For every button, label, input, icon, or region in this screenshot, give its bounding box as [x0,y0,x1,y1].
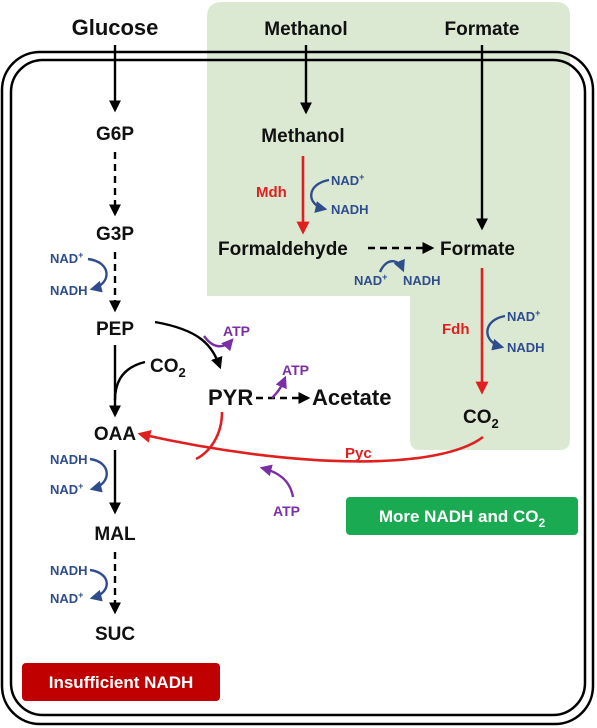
cofactor-nadh-g3p: NADH [50,283,88,298]
metabolite-acetate: Acetate [312,385,391,410]
badge-more-nadh-co2-label: More NADH and CO2 [379,507,546,530]
metabolite-co2-left: CO2 [150,356,186,380]
atp-arrow-pyc [259,464,295,498]
metabolite-mal: MAL [94,524,136,545]
cell-outer-membrane [0,50,595,726]
cofactor-nad-formaldehyde: NAD+ [354,272,387,288]
cofactor-atp-pep: ATP [223,323,250,339]
cofactor-nadh-formaldehyde: NADH [403,273,441,288]
enzyme-fdh: Fdh [442,321,470,338]
cofactor-arrow-formaldehyde [378,258,405,273]
metabolite-formate: Formate [440,239,515,260]
enzyme-mdh: Mdh [256,184,287,201]
cofactor-nad-oaa: NAD+ [50,481,83,497]
green-pathway-region [207,2,570,450]
substrate-methanol: Methanol [264,19,347,40]
metabolite-methanol: Methanol [261,126,344,147]
metabolite-suc: SUC [95,624,135,645]
cofactor-nadh-fdh: NADH [507,340,545,355]
badge-insufficient-nadh-label: Insufficient NADH [49,673,194,692]
metabolite-g3p: G3P [96,224,134,245]
cofactor-arrow-g3p [87,257,108,293]
cofactor-nadh-mal: NADH [50,563,88,578]
metabolite-formaldehyde: Formaldehyde [218,239,348,260]
metabolite-co2-right: CO2 [463,407,499,431]
substrate-formate: Formate [445,19,520,40]
metabolite-pep: PEP [96,319,134,340]
cofactor-nad-mal: NAD+ [50,590,83,606]
badge-insufficient-nadh [22,663,220,701]
arrow-pyc-co2-to-oaa [137,429,484,463]
arrow-co2-joining-oaa [113,360,146,401]
cofactor-atp-pyr: ATP [282,362,309,378]
cofactor-arrow-mal [89,568,108,602]
cofactor-nad-mdh: NAD+ [331,172,364,188]
cofactor-arrow-fdh [486,314,506,351]
atp-arrow-pyr-acetate [271,375,287,399]
substrate-glucose: Glucose [72,15,159,40]
cofactor-nad-fdh: NAD+ [507,308,540,324]
cofactor-atp-pyc: ATP [273,503,300,519]
badge-more-nadh-co2 [346,497,578,535]
cofactor-arrow-mdh [310,178,330,213]
arrow-pep-pyr [154,320,223,370]
metabolite-pyr: PYR [208,385,253,410]
arrow-pyc-pyr-join [195,411,224,461]
cofactor-nadh-oaa: NADH [50,452,88,467]
cell-inner-membrane [9,58,587,717]
enzyme-pyc: Pyc [345,445,372,462]
metabolite-g6p: G6P [96,124,134,145]
cofactor-arrow-oaa [89,457,108,493]
metabolite-oaa: OAA [94,424,137,445]
atp-arrow-pep-pyr [203,335,234,352]
cofactor-nadh-mdh: NADH [331,202,369,217]
cofactor-nad-g3p: NAD+ [50,250,83,266]
